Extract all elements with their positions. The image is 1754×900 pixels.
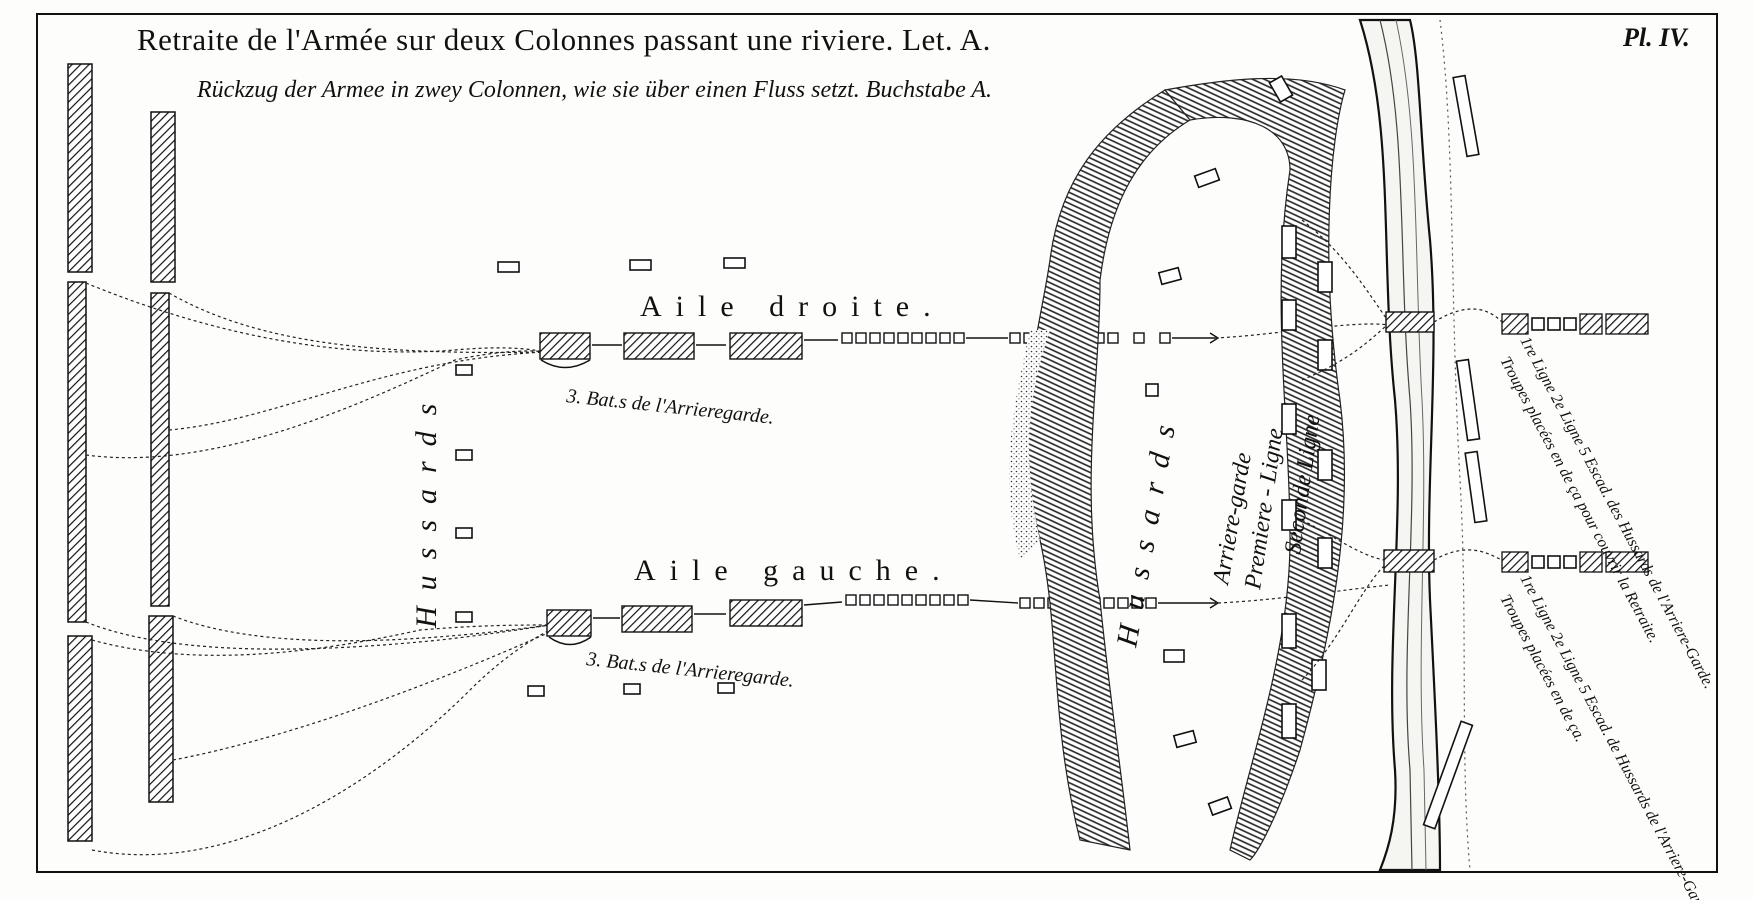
label-hussards-left: Hussards: [410, 388, 443, 629]
bridge-approaches: [1301, 219, 1503, 681]
bridge-lower: [1383, 549, 1435, 573]
note-right-troops: Troupes placées en de ça pour couvrir la…: [1496, 354, 1662, 646]
ridge-terrain: [1009, 77, 1346, 861]
camp-line-1a: [67, 63, 93, 273]
camp-line-1b: [67, 281, 87, 623]
camp-line-2b: [150, 292, 170, 607]
camp-line-2a: [150, 111, 176, 283]
right-wing-column: [539, 323, 1391, 369]
label-bat-left: 3. Bat.s de l'Arrieregarde.: [584, 648, 794, 692]
troop-boxes-heights: [1145, 74, 1333, 817]
note-right-lines: 1re Ligne 2e Ligne 5 Escad. des Hussards…: [1516, 334, 1717, 692]
label-bat-right: 3. Bat.s de l'Arrieregarde.: [564, 385, 774, 429]
bridges: [1383, 311, 1435, 573]
label-aile-gauche: Aile gauche.: [634, 554, 954, 587]
right-bank-troops: [1422, 74, 1649, 830]
hussard-squares-left: [455, 257, 746, 697]
bridge-upper: [1385, 311, 1435, 333]
camp-lines: [67, 63, 176, 842]
plate-title: Retraite de l'Armée sur deux Colonnes pa…: [137, 22, 991, 57]
label-aile-droite: Aile droite.: [640, 290, 945, 323]
left-wing-column: [546, 584, 1391, 646]
plate-frame: [36, 13, 1718, 873]
plate-subtitle: Rückzug der Armee in zwey Colonnen, wie …: [196, 77, 992, 103]
label-hussards-right: Hussards: [1110, 407, 1184, 650]
camp-line-1c: [67, 635, 93, 842]
river: [1358, 18, 1471, 872]
camp-line-2c: [148, 615, 174, 803]
march-routes: [85, 282, 551, 856]
plate-number: Pl. IV.: [1622, 23, 1690, 52]
